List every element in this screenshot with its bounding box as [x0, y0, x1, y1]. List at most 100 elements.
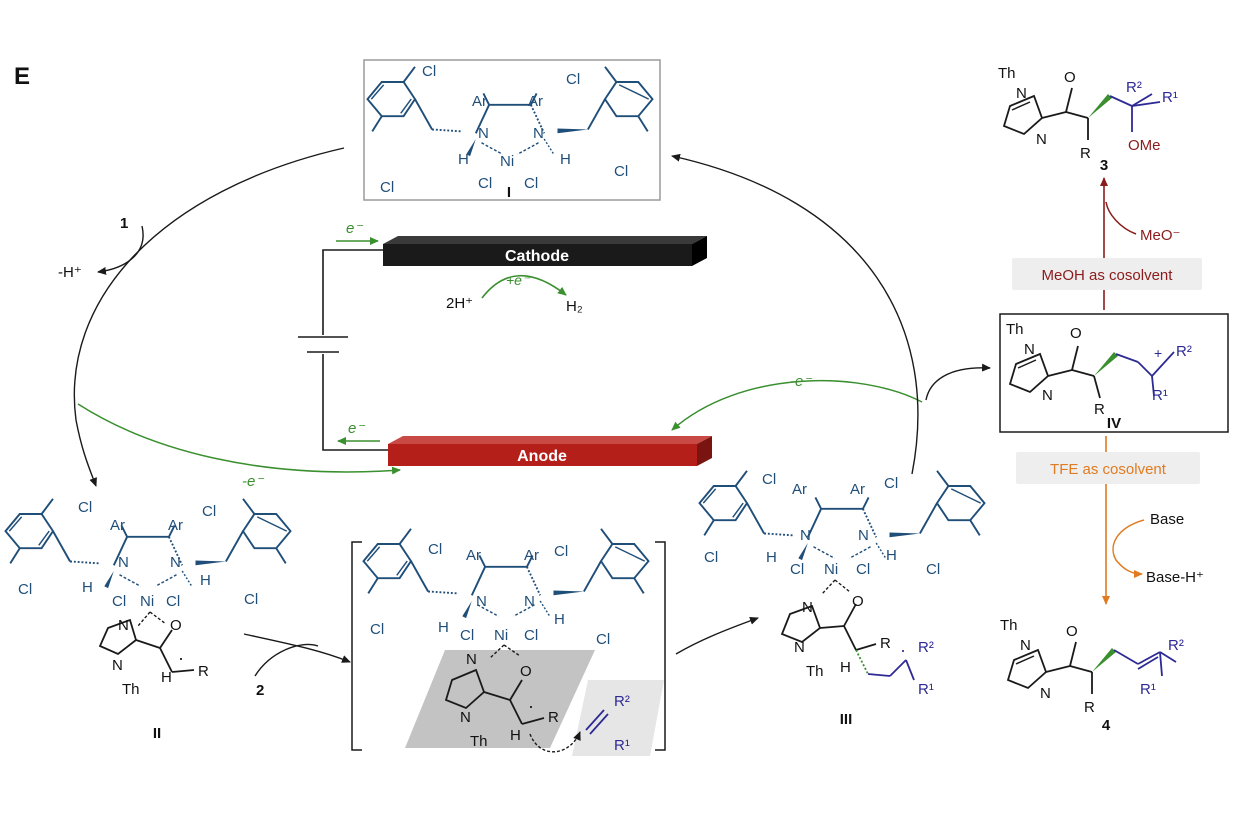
cathode-reaction-electron: +e⁻ [506, 272, 531, 288]
methanol-label: MeOH as cosolvent [1042, 267, 1174, 284]
svg-text:R²: R² [1176, 343, 1192, 360]
svg-text:Th: Th [122, 681, 140, 698]
svg-text:H: H [840, 659, 851, 676]
svg-text:Cl: Cl [524, 627, 538, 644]
svg-text:O: O [1070, 325, 1082, 342]
svg-text:Ni: Ni [824, 561, 838, 578]
svg-text:Th: Th [1000, 617, 1018, 634]
proton-loss: -H⁺ [58, 264, 82, 281]
svg-text:Ar: Ar [528, 93, 543, 110]
tfe-label-box [1016, 452, 1200, 484]
cathode-label: Cathode [505, 248, 569, 265]
svg-text:N: N [1040, 685, 1051, 702]
anode-label: Anode [517, 448, 567, 465]
svg-text:Cl: Cl [370, 621, 384, 638]
svg-text:OMe: OMe [1128, 137, 1161, 154]
svg-text:Ar: Ar [110, 517, 125, 534]
svg-text:R: R [1080, 145, 1091, 162]
svg-text:Ar: Ar [850, 481, 865, 498]
svg-text:Ar: Ar [168, 517, 183, 534]
svg-text:·: · [900, 640, 906, 660]
cation-IV-box [999, 313, 1229, 433]
svg-text:Th: Th [806, 663, 824, 680]
svg-text:Ar: Ar [792, 481, 807, 498]
label-IV: IV [1107, 415, 1121, 432]
svg-text:R¹: R¹ [1162, 89, 1178, 106]
svg-text:N: N [858, 527, 869, 544]
svg-text:H: H [161, 669, 172, 686]
svg-text:N: N [118, 554, 129, 571]
svg-text:Cl: Cl [18, 581, 32, 598]
svg-text:Cl: Cl [112, 593, 126, 610]
svg-text:H: H [458, 151, 469, 168]
svg-text:N: N [1020, 637, 1031, 654]
svg-text:H: H [560, 151, 571, 168]
svg-text:R¹: R¹ [614, 737, 630, 754]
svg-text:Cl: Cl [554, 543, 568, 560]
svg-text:Cl: Cl [78, 499, 92, 516]
svg-text:N: N [466, 651, 477, 668]
svg-text:Cl: Cl [166, 593, 180, 610]
svg-text:N: N [460, 709, 471, 726]
svg-text:H: H [554, 611, 565, 628]
svg-text:Ni: Ni [500, 153, 514, 170]
svg-text:Ar: Ar [466, 547, 481, 564]
label-4: 4 [1102, 717, 1111, 734]
svg-text:N: N [533, 125, 544, 142]
svg-text:N: N [1036, 131, 1047, 148]
svg-text:O: O [520, 663, 532, 680]
svg-text:Cl: Cl [524, 175, 538, 192]
complex-I-box [363, 59, 661, 201]
tfe-pathway: TFE as cosolvent Base Base-H⁺ [1016, 436, 1204, 605]
svg-text:Cl: Cl [596, 631, 610, 648]
svg-text:Cl: Cl [856, 561, 870, 578]
anode-electrode: Anode [388, 436, 712, 466]
svg-text:N: N [118, 617, 129, 634]
svg-text:R²: R² [918, 639, 934, 656]
complex-II: Cl Cl Cl Cl Ar Ar N N H H Cl Ni Cl N O N… [4, 497, 292, 742]
svg-text:O: O [170, 617, 182, 634]
svg-text:H: H [438, 619, 449, 636]
svg-text:N: N [524, 593, 535, 610]
svg-text:Cl: Cl [884, 475, 898, 492]
svg-text:R²: R² [614, 693, 630, 710]
svg-text:N: N [1042, 387, 1053, 404]
svg-text:Cl: Cl [762, 471, 776, 488]
cathode-reduction-arrow [481, 274, 567, 299]
complex-I: Cl Cl Cl Cl Ar Ar N N H H Ni Cl Cl I [363, 59, 661, 201]
catalytic-cycle: 1 -H⁺ -e⁻ -e⁻ 2 [58, 147, 991, 699]
complex-III: Cl Cl Cl Cl Ar Ar N N H H Cl Ni Cl N O N… [698, 469, 986, 728]
svg-text:Cl: Cl [202, 503, 216, 520]
svg-text:Ar: Ar [524, 547, 539, 564]
svg-text:R: R [1084, 699, 1095, 716]
label-II: II [153, 725, 161, 742]
product-3: Th N N O R R² R¹ OMe 3 [998, 65, 1178, 174]
transition-state: Cl Cl Cl Cl Ar Ar N N H H Cl Ni Cl N O N… [351, 527, 666, 756]
svg-text:Cl: Cl [926, 561, 940, 578]
oxidation-right: -e⁻ [790, 373, 812, 390]
cathode-electron-label: e⁻ [346, 220, 363, 237]
svg-text:N: N [476, 593, 487, 610]
tfe-label: TFE as cosolvent [1050, 461, 1167, 478]
svg-text:Cl: Cl [460, 627, 474, 644]
svg-text:Cl: Cl [790, 561, 804, 578]
anode-electron-label: e⁻ [348, 420, 365, 437]
hydrogen-product: H₂ [566, 298, 583, 315]
base-h-label: Base-H⁺ [1146, 569, 1204, 586]
substrate-2: 2 [256, 682, 264, 699]
svg-text:O: O [1066, 623, 1078, 640]
svg-text:+: + [1154, 345, 1162, 361]
svg-text:H: H [510, 727, 521, 744]
label-III: III [840, 711, 853, 728]
svg-text:N: N [800, 527, 811, 544]
svg-text:H: H [766, 549, 777, 566]
panel-label: E [14, 63, 30, 90]
proton-reactant: 2H⁺ [446, 295, 473, 312]
svg-text:Cl: Cl [380, 179, 394, 196]
svg-text:R: R [880, 635, 891, 652]
svg-text:Th: Th [470, 733, 488, 750]
svg-text:H: H [82, 579, 93, 596]
svg-text:R: R [1094, 401, 1105, 418]
methanol-pathway: MeOH as cosolvent MeO⁻ [1012, 177, 1202, 310]
